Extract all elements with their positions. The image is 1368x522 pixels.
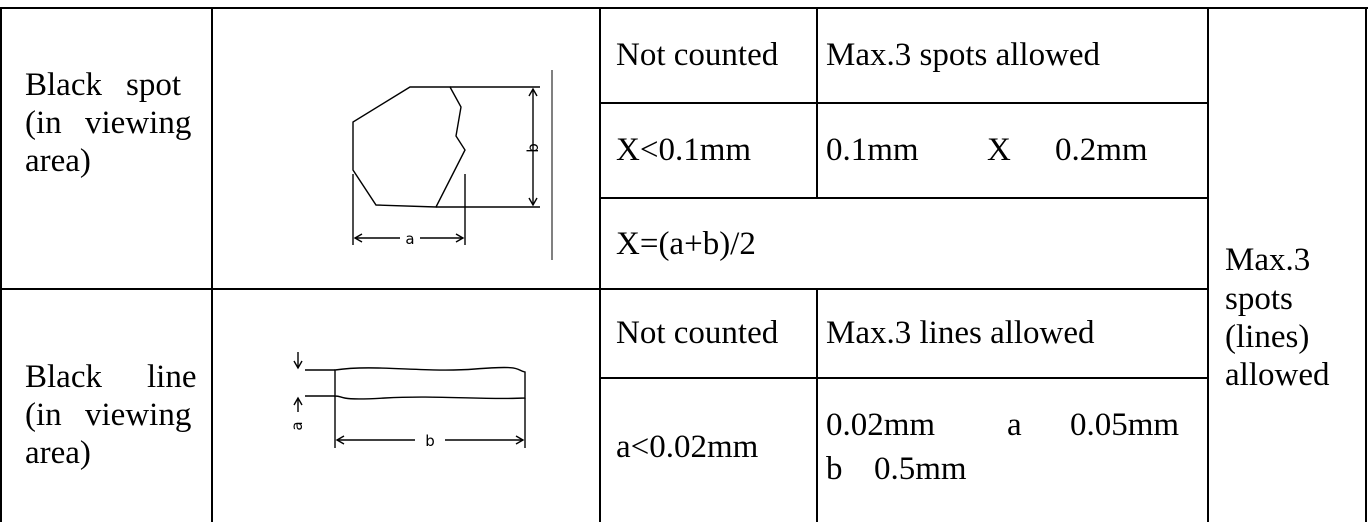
black-spot-label-1b: spot [126,67,182,103]
col-divider-1 [211,7,213,522]
black-line-label-3: area) [25,435,91,471]
black-spot-max-allowed: Max.3 spots allowed [826,37,1101,73]
black-line-label-1b: line [147,359,197,395]
total-allowed-line2: spots [1225,281,1293,317]
black-line-max-allowed: Max.3 lines allowed [826,315,1095,351]
black-line-range-var: a [1007,407,1022,443]
black-spot-label-1a: Black [25,67,102,103]
black-line-dim-a: a [288,421,306,430]
black-spot-label-2a: (in [25,105,62,141]
section-divider [0,288,1208,290]
black-spot-range-var: X [987,132,1011,168]
row-divider-1 [600,102,1208,104]
black-spot-small-size: X<0.1mm [616,132,752,168]
col-divider-4 [1207,7,1209,522]
table-border-right [1365,7,1367,522]
black-spot-label-3: area) [25,143,91,179]
black-line-diagram: a b [288,352,526,450]
col-divider-3a [816,7,818,197]
col-divider-2 [599,7,601,522]
black-spot-label-2b: viewing [85,105,192,141]
black-spot-diagram: a b [352,70,553,260]
black-spot-range-high: 0.2mm [1055,132,1148,168]
total-allowed-line4: allowed [1225,357,1330,393]
row-divider-2 [600,197,1208,199]
black-spot-dim-a: a [405,230,414,248]
black-line-length-value: 0.5mm [874,451,967,487]
black-line-range-high: 0.05mm [1070,407,1180,443]
black-line-small-size: a<0.02mm [616,429,759,465]
table-border-left [0,7,2,522]
black-line-dim-b: b [425,432,435,450]
black-line-length-var: b [826,451,843,487]
col-divider-3b [816,288,818,522]
total-allowed-line3: (lines) [1225,319,1310,355]
black-line-label-1a: Black [25,359,102,395]
table-border-top [0,7,1368,9]
black-spot-range-low: 0.1mm [826,132,919,168]
black-line-not-counted: Not counted [616,315,779,351]
black-spot-dim-b: b [524,143,542,153]
total-allowed-line1: Max.3 [1225,242,1311,278]
black-line-label-2a: (in [25,397,62,433]
black-line-label-2b: viewing [85,397,192,433]
row-divider-4 [600,377,1208,379]
black-spot-formula: X=(a+b)/2 [616,226,756,262]
black-line-range-low: 0.02mm [826,407,936,443]
black-spot-not-counted: Not counted [616,37,779,73]
